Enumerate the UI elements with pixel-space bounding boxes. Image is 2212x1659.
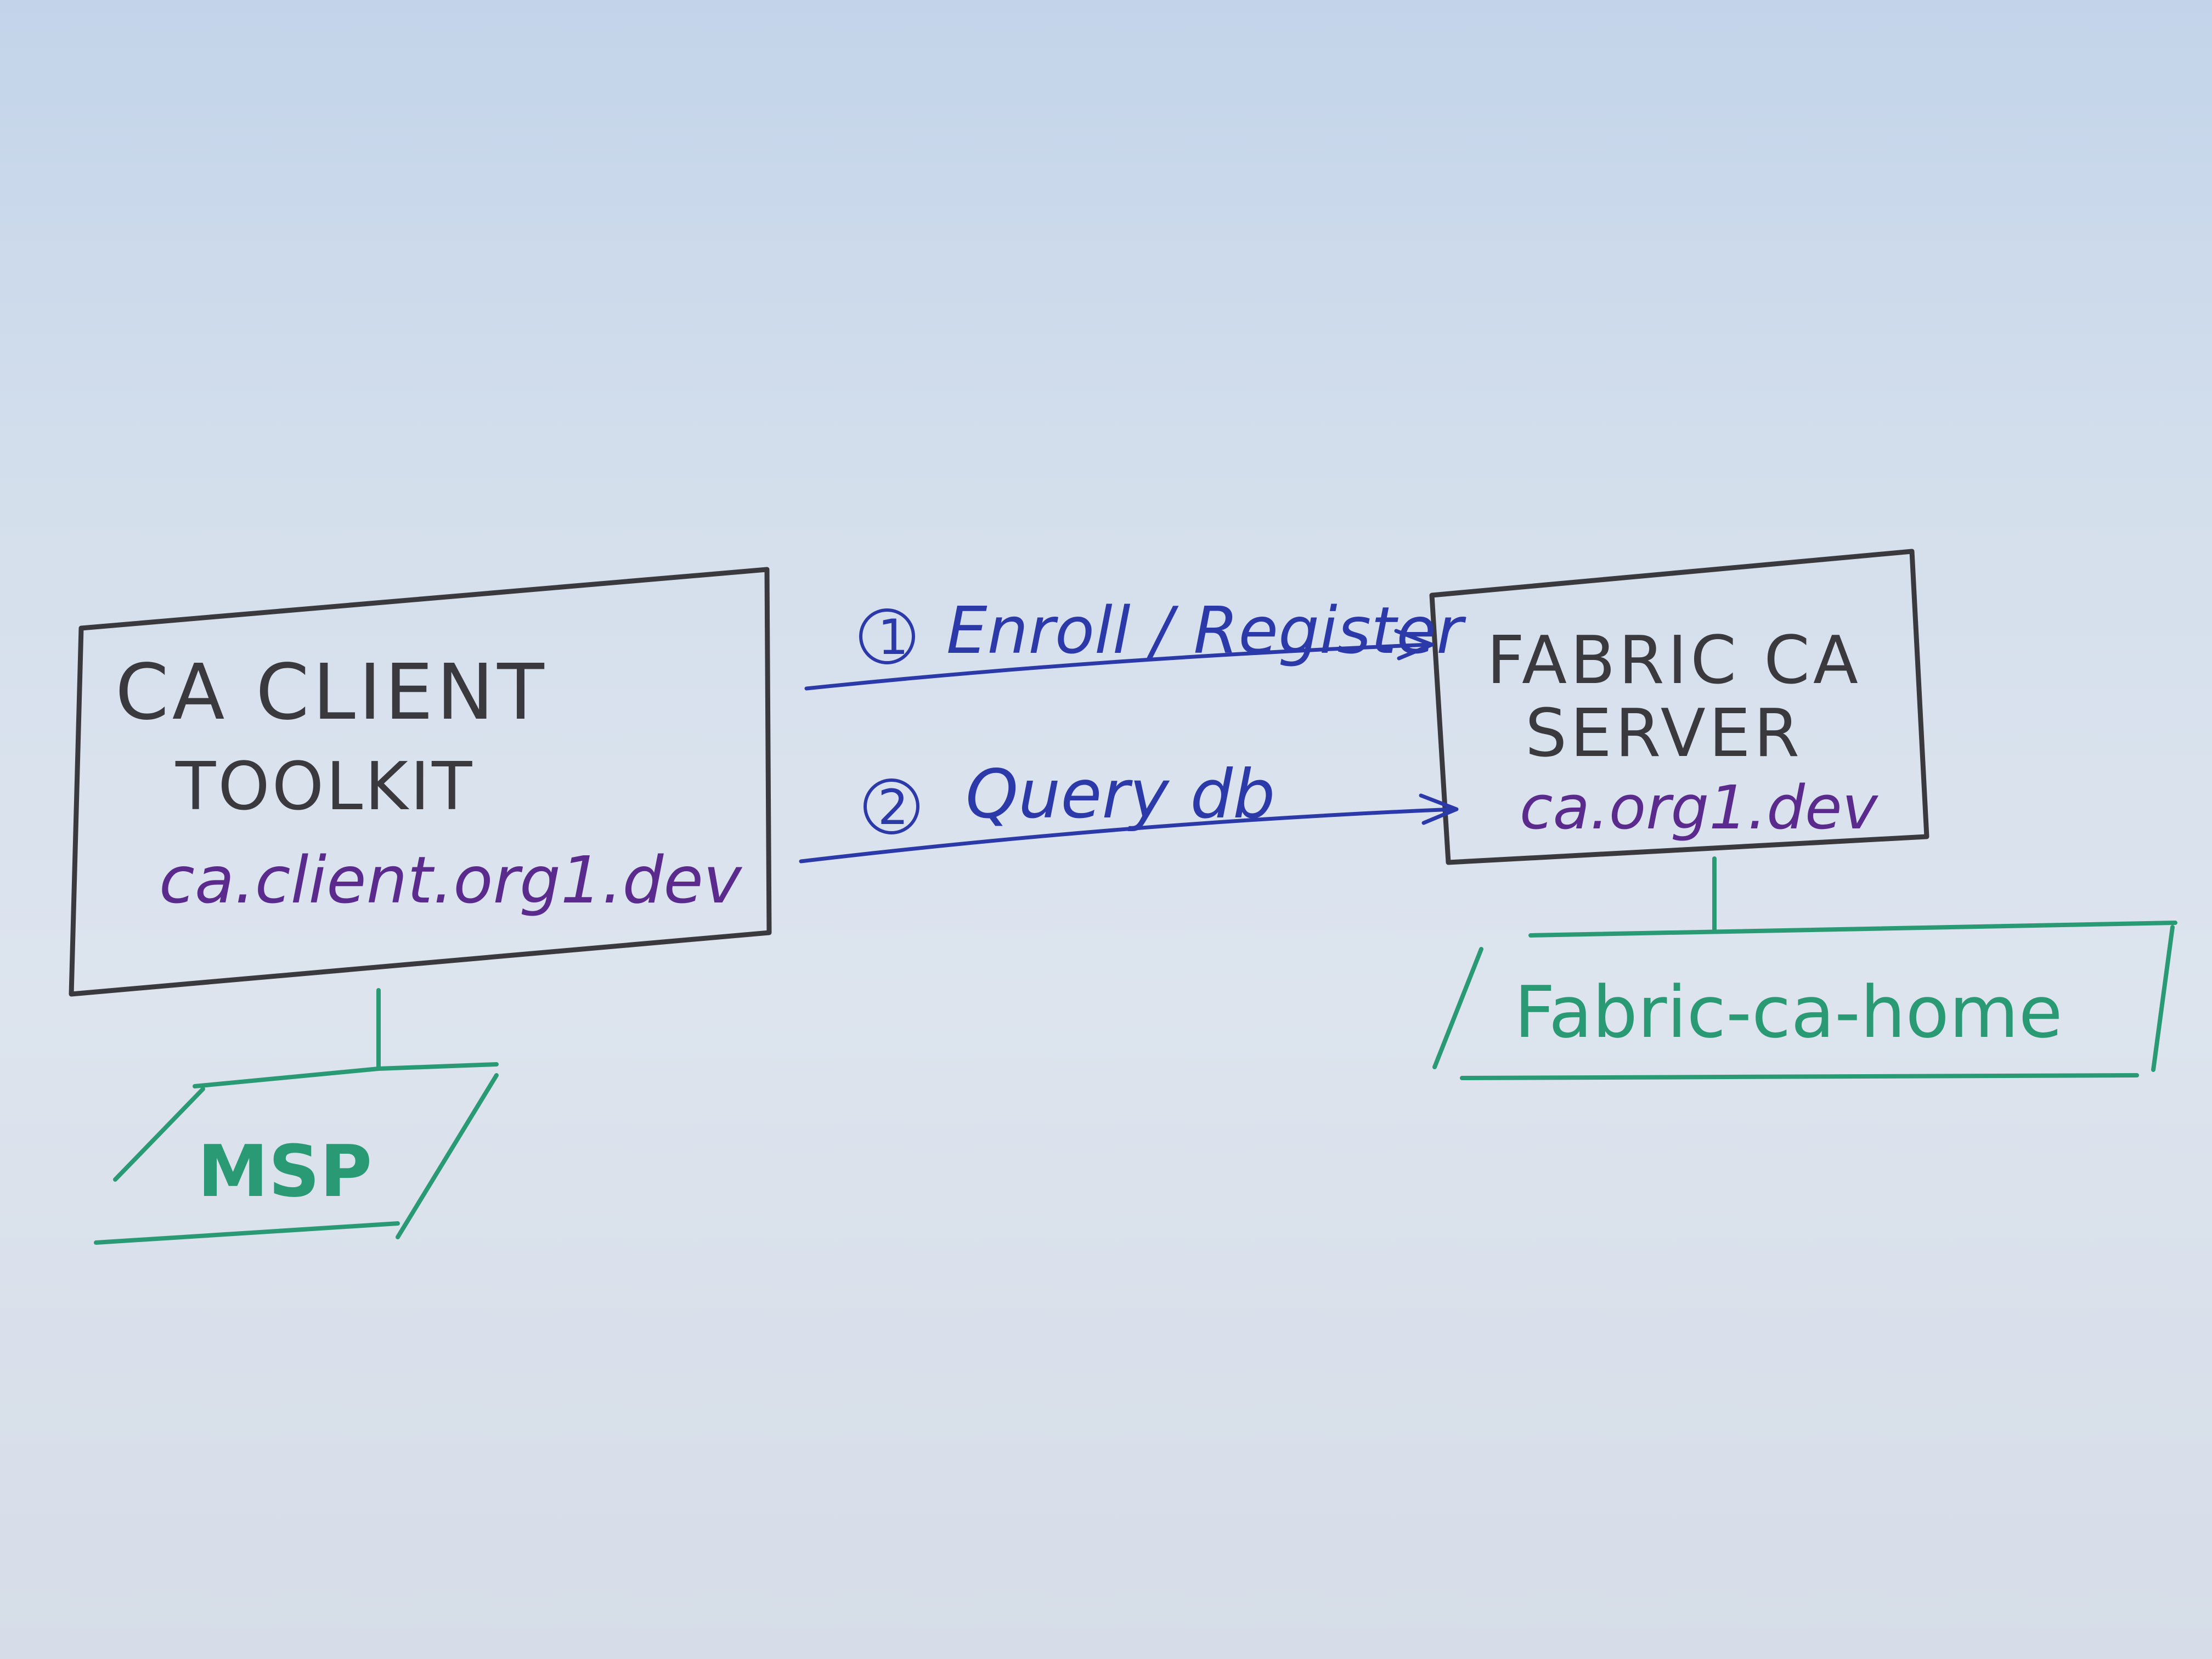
client-host: ca.client.org1.dev <box>159 842 743 918</box>
server-node: FABRIC CA SERVER ca.org1.dev <box>1429 549 1929 865</box>
arrow-1-label: Enroll / Register <box>946 592 1466 668</box>
arrow-2-line <box>799 807 1456 864</box>
server-box <box>1429 549 1929 865</box>
fabric-ca-home-storage: Fabric-ca-home <box>1432 925 2175 1080</box>
fabric-ca-home-shape <box>1432 925 2175 1080</box>
msp-shape <box>94 1073 499 1245</box>
arrow-2-label: Query db <box>966 755 1275 833</box>
server-title-line2: SERVER <box>1525 696 1803 772</box>
arrow-2-number-circle <box>864 778 919 834</box>
arrow-1-number-circle <box>859 608 915 664</box>
client-title-line1: CA CLIENT <box>115 648 548 737</box>
arrow-enroll-register: 1 Enroll / Register <box>804 592 1466 691</box>
arrow-1-line <box>804 642 1431 691</box>
arrow-2-head <box>1419 793 1459 825</box>
arrow-query-db: 2 Query db <box>799 755 1459 864</box>
client-msp-connector <box>193 988 499 1088</box>
client-box <box>69 567 772 997</box>
msp-storage: MSP <box>94 1073 499 1245</box>
client-node: CA CLIENT TOOLKIT ca.client.org1.dev <box>69 567 772 997</box>
client-title-line2: TOOLKIT <box>175 749 474 825</box>
arrow-2-number: 2 <box>878 779 909 836</box>
arrow-1-number: 1 <box>878 609 909 665</box>
fabric-ca-home-label: Fabric-ca-home <box>1514 970 2063 1054</box>
arrow-1-head <box>1394 629 1434 661</box>
msp-label: MSP <box>198 1130 372 1213</box>
server-home-connector <box>1528 856 2177 938</box>
server-title-line1: FABRIC CA <box>1487 623 1861 699</box>
server-host: ca.org1.dev <box>1520 772 1879 843</box>
